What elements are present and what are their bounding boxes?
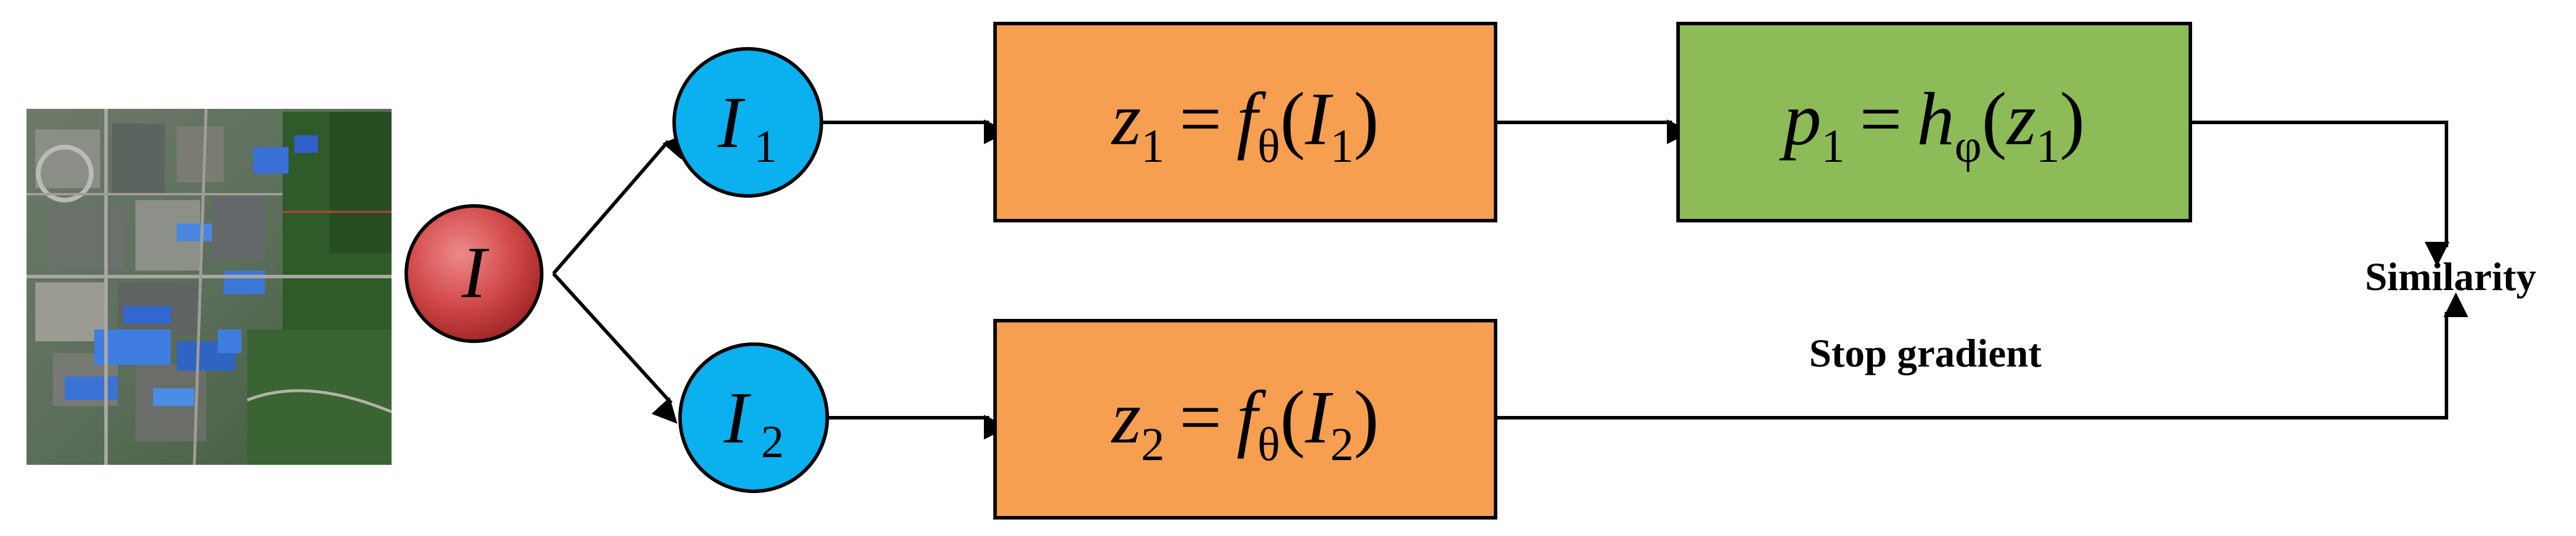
predictor-open: ( bbox=[1982, 77, 2007, 161]
connectors bbox=[552, 119, 2468, 440]
encoder-2-arg: I bbox=[1305, 375, 1334, 459]
arrow-input-to-view2 bbox=[552, 272, 678, 424]
predictor-arg: z bbox=[2005, 77, 2036, 161]
encoder-1-arg: I bbox=[1305, 77, 1334, 161]
view-2-subscript: 2 bbox=[761, 416, 784, 467]
encoder-2-eq: = bbox=[1179, 375, 1222, 459]
stop-gradient-label: Stop gradient bbox=[1809, 331, 2042, 375]
view-1-label: I bbox=[717, 82, 745, 164]
view-2-label: I bbox=[723, 378, 751, 459]
satellite-image bbox=[26, 108, 392, 465]
input-node: I bbox=[405, 204, 543, 343]
arrow-predictor-to-similarity bbox=[2190, 121, 2449, 267]
svg-text:2: 2 bbox=[761, 416, 784, 467]
encoder-2-box: z2=fθ(I2) bbox=[993, 319, 1497, 520]
encoder-1-close: ) bbox=[1354, 77, 1379, 161]
encoder-2-lhs-sub: 2 bbox=[1141, 419, 1165, 471]
encoder-1-arg-sub: 1 bbox=[1330, 121, 1354, 172]
predictor-lhs-sub: 1 bbox=[1821, 121, 1845, 172]
encoder-2-close: ) bbox=[1354, 375, 1379, 459]
input-node-label: I bbox=[461, 232, 489, 314]
svg-text:I: I bbox=[723, 378, 751, 459]
svg-text:p1=hφ(z1): p1=hφ(z1) bbox=[1779, 77, 2084, 172]
encoder-1-open: ( bbox=[1280, 77, 1305, 161]
encoder-1-box: z1=fθ(I1) bbox=[993, 22, 1497, 222]
encoder-1-lhs-sub: 1 bbox=[1141, 121, 1165, 172]
encoder-2-func-sub: θ bbox=[1258, 419, 1280, 471]
predictor-func-sub: φ bbox=[1954, 121, 1981, 172]
encoder-1-lhs: z bbox=[1110, 77, 1141, 161]
view-2-node: I 2 bbox=[678, 342, 829, 493]
encoder-1-func-sub: θ bbox=[1258, 121, 1280, 172]
svg-text:z2=fθ(I2): z2=fθ(I2) bbox=[1110, 375, 1379, 471]
encoder-2-arg-sub: 2 bbox=[1330, 419, 1354, 471]
svg-text:1: 1 bbox=[754, 121, 777, 172]
arrow-input-to-view1 bbox=[552, 132, 688, 275]
encoder-2-open: ( bbox=[1280, 375, 1305, 459]
predictor-eq: = bbox=[1859, 77, 1902, 161]
predictor-func: h bbox=[1917, 77, 1954, 161]
predictor-close: ) bbox=[2060, 77, 2085, 161]
encoder-1-eq: = bbox=[1179, 77, 1222, 161]
svg-text:I: I bbox=[717, 82, 745, 164]
view-1-subscript: 1 bbox=[754, 121, 777, 172]
predictor-arg-sub: 1 bbox=[2036, 121, 2060, 172]
predictor-box: p1=hφ(z1) bbox=[1676, 22, 2192, 222]
svg-text:z1=fθ(I1): z1=fθ(I1) bbox=[1110, 77, 1379, 172]
view-1-node: I 1 bbox=[672, 47, 823, 198]
svg-text:I: I bbox=[461, 232, 489, 314]
arrow-encoder2-to-similarity bbox=[1496, 292, 2468, 420]
predictor-lhs: p bbox=[1779, 77, 1821, 161]
encoder-2-lhs: z bbox=[1110, 375, 1141, 459]
similarity-label: Similarity bbox=[2365, 254, 2537, 299]
